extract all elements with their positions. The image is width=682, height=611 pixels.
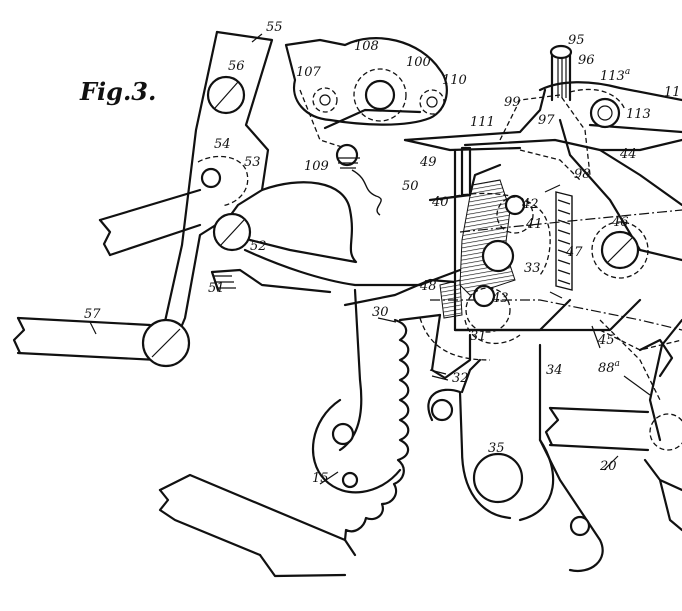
- label-88a: 88a: [598, 359, 620, 376]
- lever-34: [427, 343, 604, 573]
- label-52: 52: [250, 239, 267, 254]
- lever-55: [162, 30, 274, 332]
- lever-113: [403, 81, 682, 152]
- label-44: 44: [619, 147, 637, 162]
- label-95: 95: [568, 33, 585, 48]
- arm-30: [343, 278, 491, 381]
- gear-sector-15: [158, 288, 410, 578]
- reference-labels: 55 56 54 53 52 51 57 107 108 100 110 109…: [84, 20, 681, 486]
- link-57: [12, 316, 191, 368]
- leader-lines: [89, 33, 651, 485]
- label-57: 57: [84, 307, 101, 322]
- label-45: 45: [597, 333, 615, 348]
- label-108: 108: [354, 39, 379, 54]
- figure-title: Fig.3.: [79, 77, 156, 106]
- label-40: 40: [431, 195, 449, 210]
- label-42: 42: [521, 197, 539, 212]
- label-56: 56: [228, 59, 245, 74]
- label-47: 47: [565, 245, 583, 260]
- label-97: 97: [538, 113, 555, 128]
- label-15: 15: [312, 471, 329, 486]
- label-96: 96: [578, 53, 595, 68]
- label-107: 107: [296, 65, 322, 80]
- label-50: 50: [402, 179, 419, 194]
- label-43: 43: [491, 291, 509, 306]
- label-31: 31: [470, 329, 487, 344]
- label-11: 11: [664, 85, 681, 100]
- pin-95: [549, 44, 573, 102]
- label-34: 34: [546, 363, 563, 378]
- label-30: 30: [372, 305, 389, 320]
- label-113a: 113a: [600, 67, 630, 84]
- label-33: 33: [524, 261, 541, 276]
- label-49: 49: [419, 155, 437, 170]
- label-46: 46: [611, 215, 629, 230]
- label-111: 111: [470, 115, 495, 130]
- label-35: 35: [488, 441, 505, 456]
- label-53: 53: [244, 155, 261, 170]
- label-100: 100: [406, 55, 431, 70]
- label-32: 32: [452, 371, 469, 386]
- label-54: 54: [214, 137, 231, 152]
- label-99: 99: [504, 95, 521, 110]
- label-113: 113: [626, 107, 651, 122]
- frame-plate: [210, 181, 462, 294]
- link-20: [544, 318, 682, 532]
- label-51: 51: [208, 281, 225, 296]
- inner-mechanism: [428, 94, 642, 344]
- label-41: 41: [525, 217, 543, 232]
- label-55: 55: [266, 20, 283, 35]
- link-52: [98, 188, 252, 257]
- label-98: 98: [574, 167, 591, 182]
- label-48: 48: [419, 279, 437, 294]
- label-109: 109: [304, 159, 329, 174]
- label-110: 110: [442, 73, 467, 88]
- bracket-108: [284, 37, 448, 216]
